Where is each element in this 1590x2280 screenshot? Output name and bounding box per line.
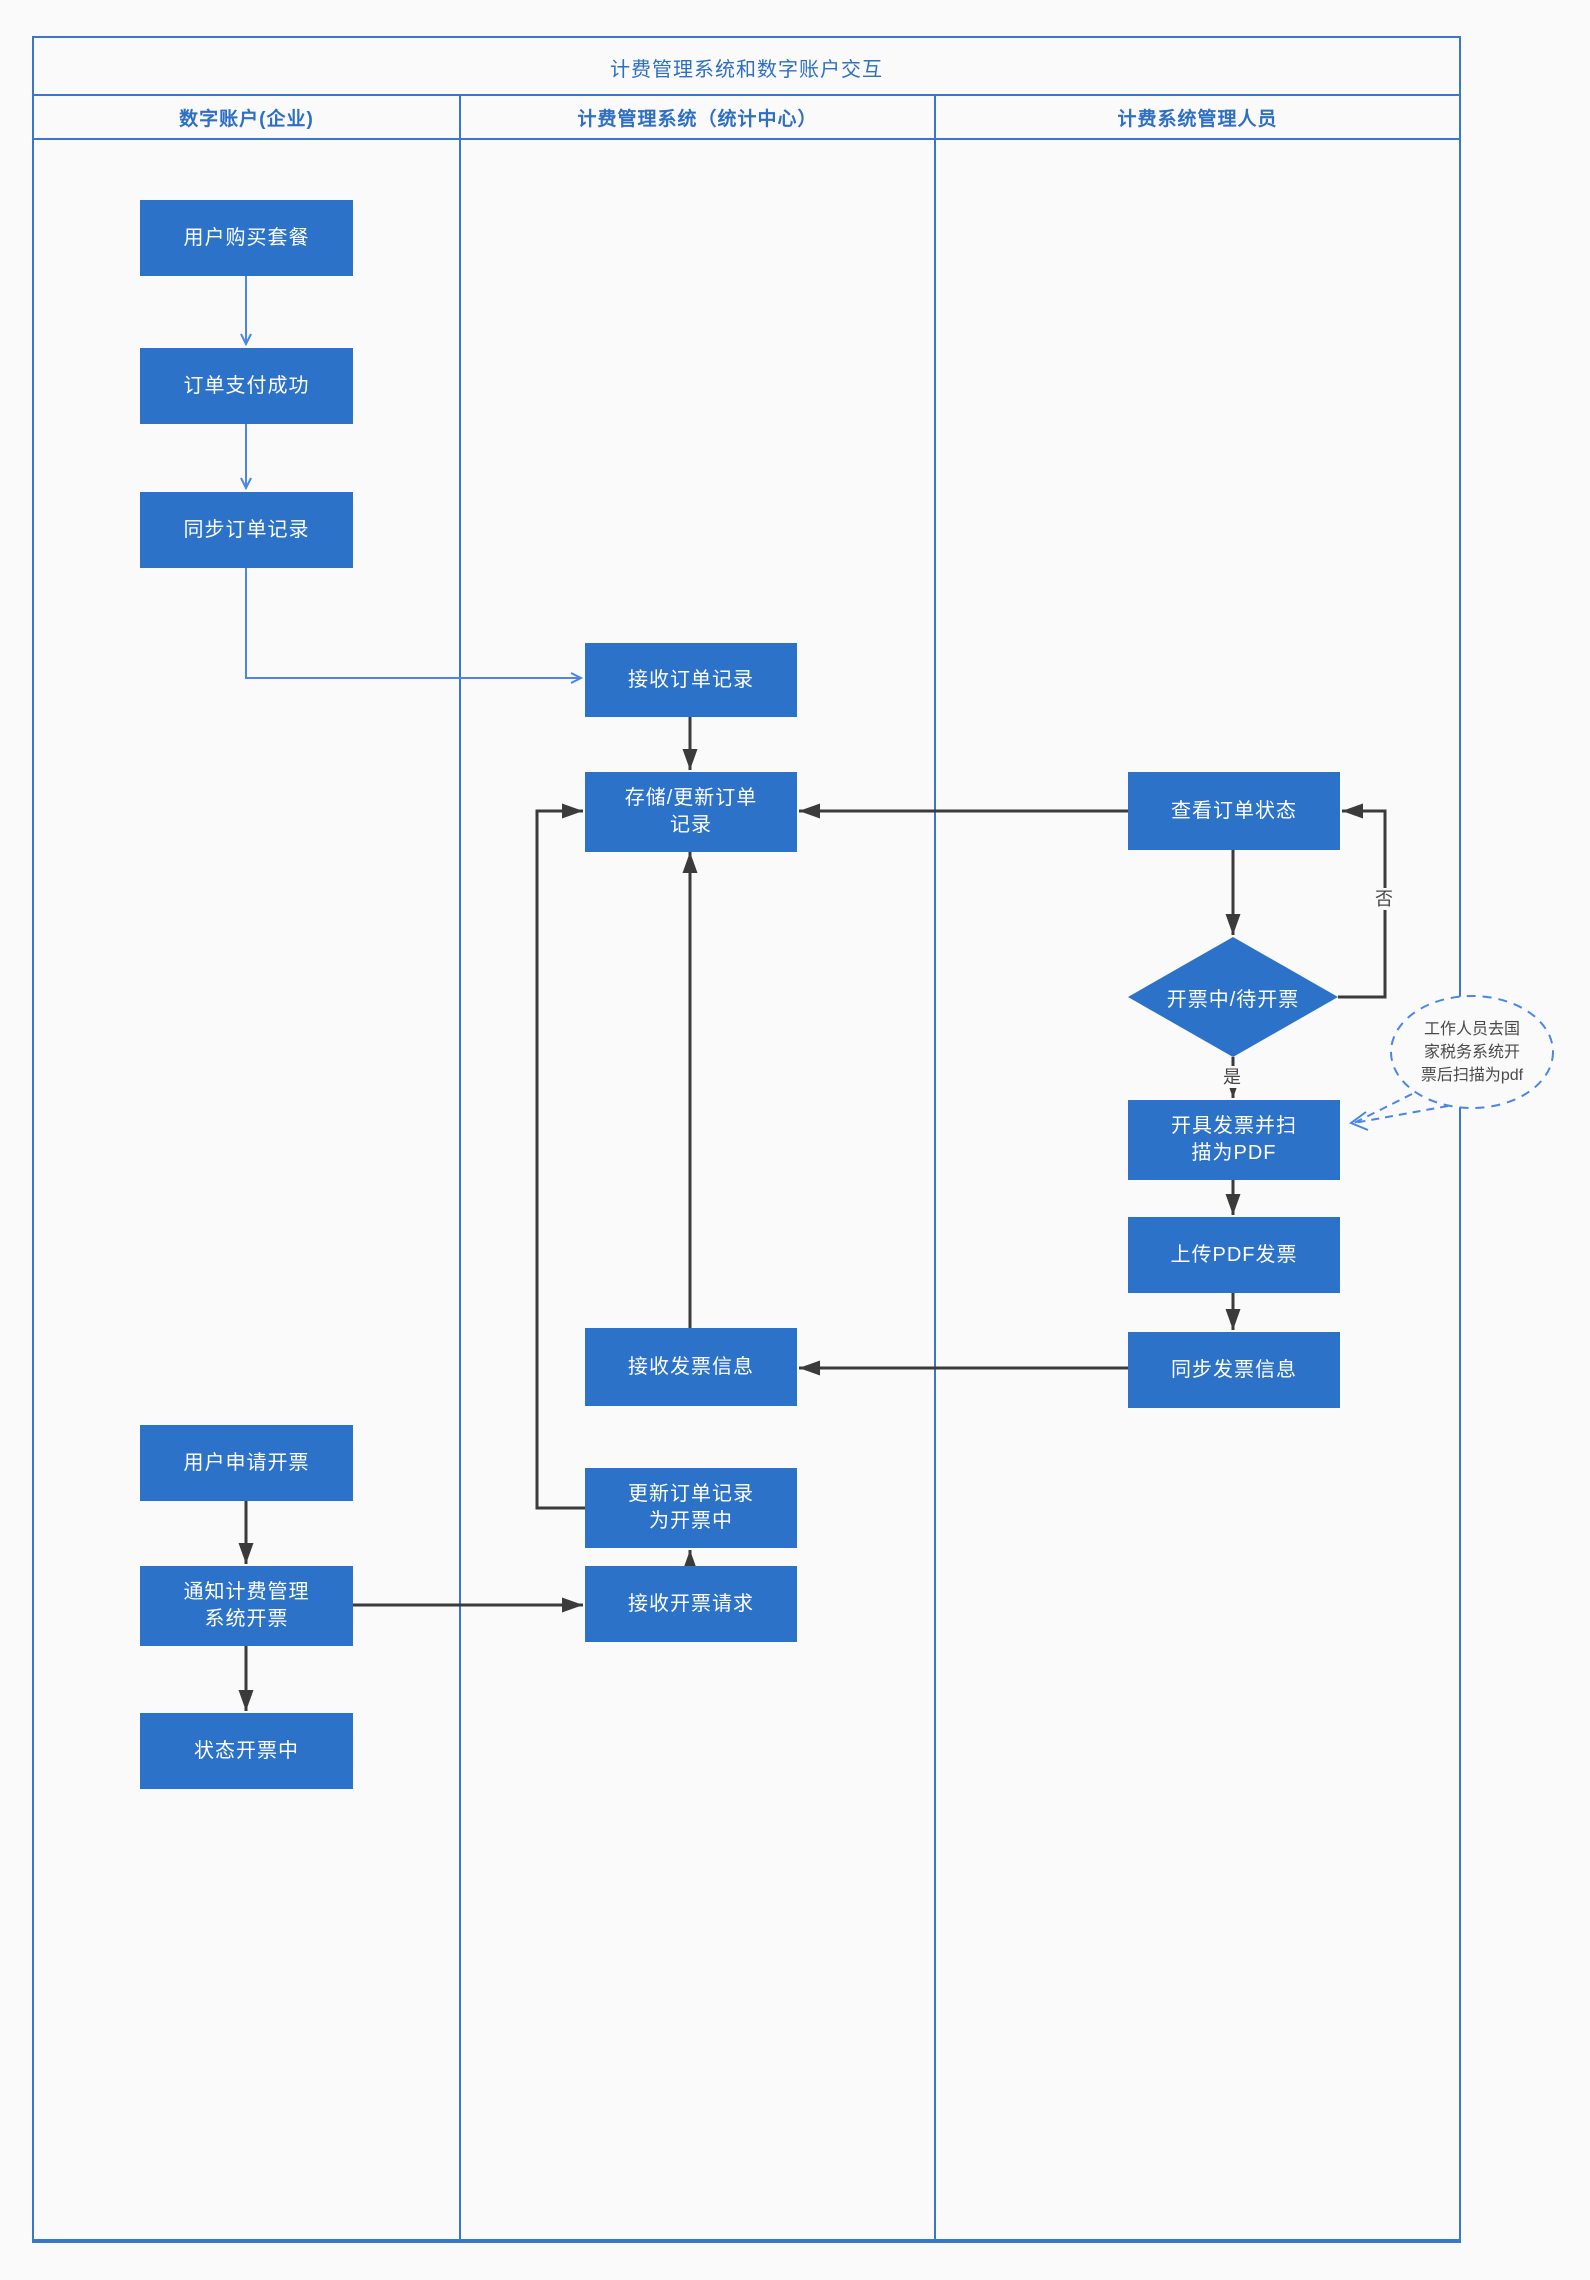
node-check-order-status: 查看订单状态: [1128, 772, 1340, 850]
edge-label-no: 否: [1373, 888, 1395, 910]
node-sync-order-record: 同步订单记录: [140, 492, 353, 568]
node-upload-pdf-invoice: 上传PDF发票: [1128, 1217, 1340, 1293]
lane-header-billing-staff: 计费系统管理人员: [1117, 109, 1278, 130]
node-update-order-to-invoicing: 更新订单记录 为开票中: [585, 1468, 797, 1548]
edge-label-yes: 是: [1221, 1066, 1243, 1088]
node-status-invoicing: 状态开票中: [140, 1713, 353, 1789]
node-sync-invoice-info: 同步发票信息: [1128, 1332, 1340, 1408]
node-receive-invoice-info: 接收发票信息: [585, 1328, 797, 1406]
node-user-request-invoice: 用户申请开票: [140, 1425, 353, 1501]
lane-header-billing-system: 计费管理系统（统计中心）: [577, 109, 818, 130]
node-receive-invoice-request: 接收开票请求: [585, 1566, 797, 1642]
node-user-purchase-package: 用户购买套餐: [140, 200, 353, 276]
node-store-update-order-record: 存储/更新订单 记录: [585, 772, 797, 852]
node-receive-order-record: 接收订单记录: [585, 643, 797, 717]
decision-diamond-shape: [1128, 937, 1338, 1057]
node-notify-billing-system-invoice: 通知计费管理 系统开票: [140, 1566, 353, 1646]
node-order-payment-success: 订单支付成功: [140, 348, 353, 424]
callout-note-text: 工作人员去国 家税务系统开 票后扫描为pdf: [1420, 1020, 1524, 1084]
callout-bubble: [1348, 995, 1554, 1131]
swimlane-frame: [32, 36, 1461, 2243]
lane-header-digital-account: 数字账户(企业): [179, 109, 314, 130]
blue-connectors: [240, 276, 584, 684]
diagram-title: 计费管理系统和数字账户交互: [610, 58, 883, 81]
black-connectors: [238, 717, 1387, 1711]
node-issue-invoice-scan-pdf: 开具发票并扫 描为PDF: [1128, 1100, 1340, 1180]
decision-invoicing-or-pending-label: 开票中/待开票: [1166, 988, 1300, 1011]
